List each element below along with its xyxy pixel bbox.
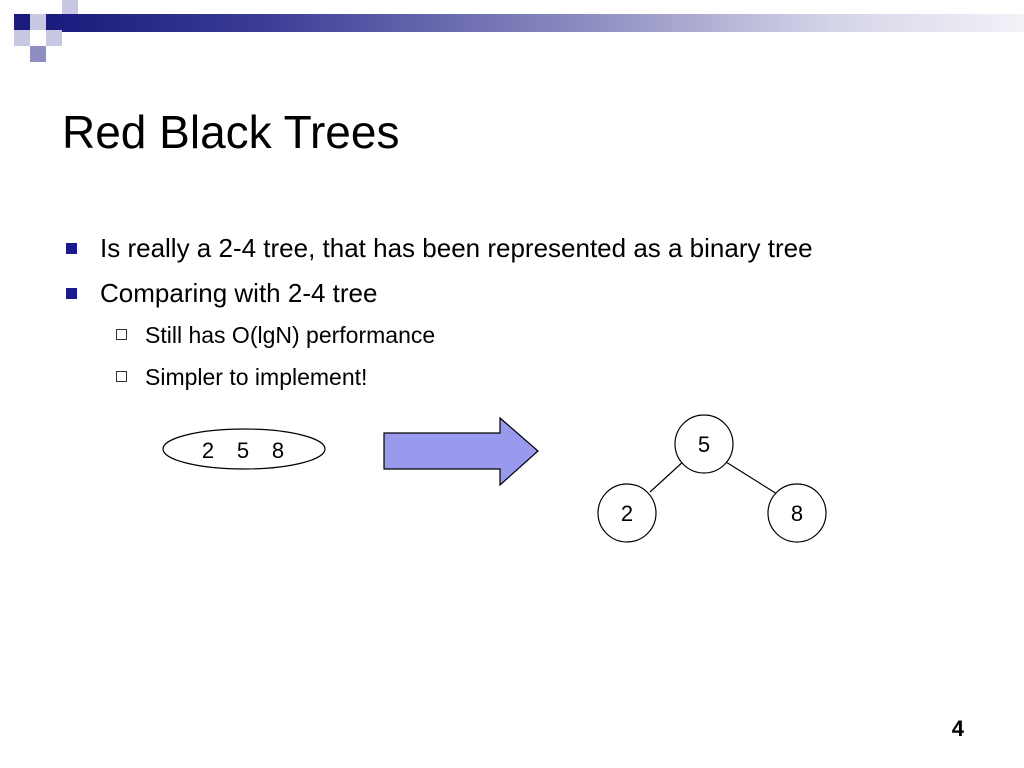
square-bullet-icon — [66, 243, 77, 254]
deco-square — [46, 14, 62, 30]
deco-square — [30, 46, 46, 62]
deco-square — [30, 30, 46, 46]
header-decoration — [0, 0, 1024, 64]
tree-node-right: 8 — [767, 483, 827, 543]
hollow-square-bullet-icon — [116, 371, 127, 382]
tree-edge-left — [649, 459, 686, 493]
bullet-text: Is really a 2-4 tree, that has been repr… — [100, 233, 813, 263]
square-bullet-icon — [66, 288, 77, 299]
deco-square — [62, 0, 78, 14]
sub-bullet-text: Simpler to implement! — [145, 364, 368, 390]
deco-square — [14, 14, 30, 30]
two-four-node-ellipse — [162, 428, 326, 470]
tree-node-key: 5 — [698, 432, 710, 457]
tree-node-circle — [674, 414, 734, 474]
tree-node-left: 2 — [597, 483, 657, 543]
deco-square — [14, 30, 30, 46]
page-number: 4 — [951, 716, 964, 741]
two-four-key: 5 — [237, 438, 249, 463]
slide-title: Red Black Trees — [62, 106, 400, 158]
sub-bullet-text: Still has O(lgN) performance — [145, 322, 436, 348]
tree-edge-right — [725, 461, 778, 495]
right-arrow-icon — [383, 416, 539, 487]
two-four-key: 8 — [272, 438, 284, 463]
hollow-square-bullet-icon — [116, 329, 127, 340]
two-four-key: 2 — [202, 438, 214, 463]
bullet-list: Is really a 2-4 tree, that has been repr… — [66, 233, 813, 390]
tree-node-circle — [767, 483, 827, 543]
deco-square — [46, 30, 62, 46]
deco-square — [30, 14, 46, 30]
tree-node-root: 5 — [674, 414, 734, 474]
tree-node-key: 2 — [621, 501, 633, 526]
tree-node-key: 8 — [791, 501, 803, 526]
header-gradient-bar — [62, 14, 1024, 32]
tree-node-circle — [597, 483, 657, 543]
bullet-text: Comparing with 2-4 tree — [100, 278, 378, 308]
two-four-node: 2 5 8 — [162, 428, 326, 470]
